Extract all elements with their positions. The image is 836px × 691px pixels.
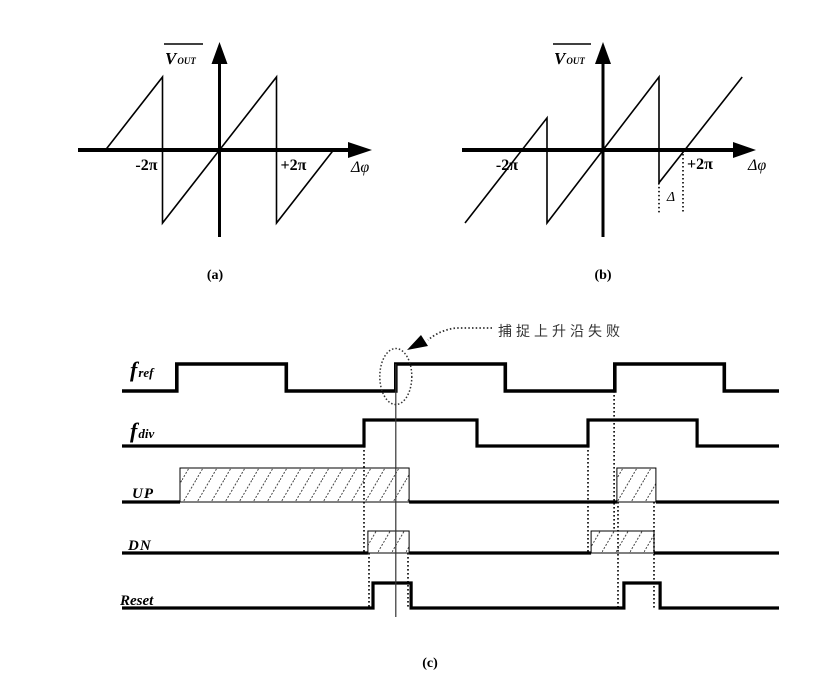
panel-c-caption: (c) bbox=[422, 656, 438, 671]
panel-a-ylabel-sub: OUT bbox=[177, 56, 196, 66]
panel-a-curve-layer bbox=[104, 74, 335, 226]
signal-fref-trace bbox=[122, 362, 779, 393]
signal-fref-label-sub: ref bbox=[138, 365, 155, 380]
signal-up-hatched-pulse bbox=[616, 467, 657, 503]
signal-dn-label: DN bbox=[127, 538, 152, 554]
signal-dn-hatched-pulse bbox=[367, 530, 410, 554]
panel-b-characteristic-curve bbox=[464, 74, 743, 226]
panel-b-ylabel: VOUT bbox=[554, 49, 585, 68]
signal-fdiv-waveform bbox=[122, 418, 779, 448]
panel-b-tick-label-0: -2π bbox=[496, 157, 518, 174]
panel-a-y-axis-arrowhead bbox=[211, 42, 228, 64]
signal-fdiv-label-sub: div bbox=[138, 426, 154, 441]
panel-b-tick-label-1: +2π bbox=[687, 156, 713, 173]
signal-fdiv-label: fdiv bbox=[130, 418, 154, 443]
panel-c: fref fdiv UP DN Reset 捕捉上升沿失败 (c) bbox=[119, 324, 779, 671]
signal-fref-waveform bbox=[122, 362, 779, 393]
panel-b: VOUT -2π +2π Δφ Δ (b) bbox=[462, 42, 766, 283]
signal-fref-label: fref bbox=[130, 357, 155, 382]
panel-b-y-axis-arrowhead bbox=[595, 42, 611, 64]
panel-a-ylabel: VOUT bbox=[165, 49, 196, 68]
panel-b-delta-label: Δ bbox=[666, 190, 675, 205]
signal-fdiv-label-main: f bbox=[130, 418, 140, 443]
panel-b-curve-layer bbox=[464, 74, 743, 226]
signal-up-hatched-pulse bbox=[179, 467, 410, 503]
panel-a-tick-label-0: -2π bbox=[135, 157, 157, 174]
panel-a-characteristic-curve bbox=[104, 74, 335, 226]
annotation-text: 捕捉上升沿失败 bbox=[498, 324, 624, 340]
panel-b-ylabel-sub: OUT bbox=[566, 56, 585, 66]
signal-fdiv-trace bbox=[122, 418, 779, 448]
panel-b-ylabel-main: V bbox=[554, 49, 567, 68]
signal-reset-trace bbox=[122, 581, 779, 610]
signal-dn-hatched-pulse bbox=[590, 530, 655, 554]
signal-reset-waveform bbox=[122, 581, 779, 610]
panel-a-caption: (a) bbox=[207, 268, 224, 283]
panel-a-x-axis-label: Δφ bbox=[350, 159, 369, 176]
timing-marker-layer bbox=[379, 347, 413, 617]
signal-fref-label-main: f bbox=[130, 357, 140, 382]
timing-wave-layer bbox=[122, 362, 779, 610]
annotation-arrowhead-icon bbox=[407, 335, 428, 350]
panel-a: VOUT -2π +2π Δφ (a) bbox=[78, 42, 372, 283]
panel-a-tick-label-1: +2π bbox=[281, 157, 307, 174]
signal-up-label: UP bbox=[132, 486, 154, 502]
signal-reset-label: Reset bbox=[119, 593, 154, 609]
annotation-ellipse bbox=[379, 347, 413, 406]
panel-a-x-axis-arrowhead bbox=[348, 142, 372, 158]
panel-b-x-axis-arrowhead bbox=[733, 142, 756, 158]
signal-up-waveform bbox=[122, 467, 779, 504]
panel-a-ylabel-main: V bbox=[165, 49, 178, 68]
signal-dn-waveform bbox=[122, 530, 779, 555]
annotation-leader-line bbox=[427, 327, 492, 341]
panel-b-caption: (b) bbox=[594, 268, 611, 283]
panel-b-x-axis-label: Δφ bbox=[747, 157, 766, 174]
